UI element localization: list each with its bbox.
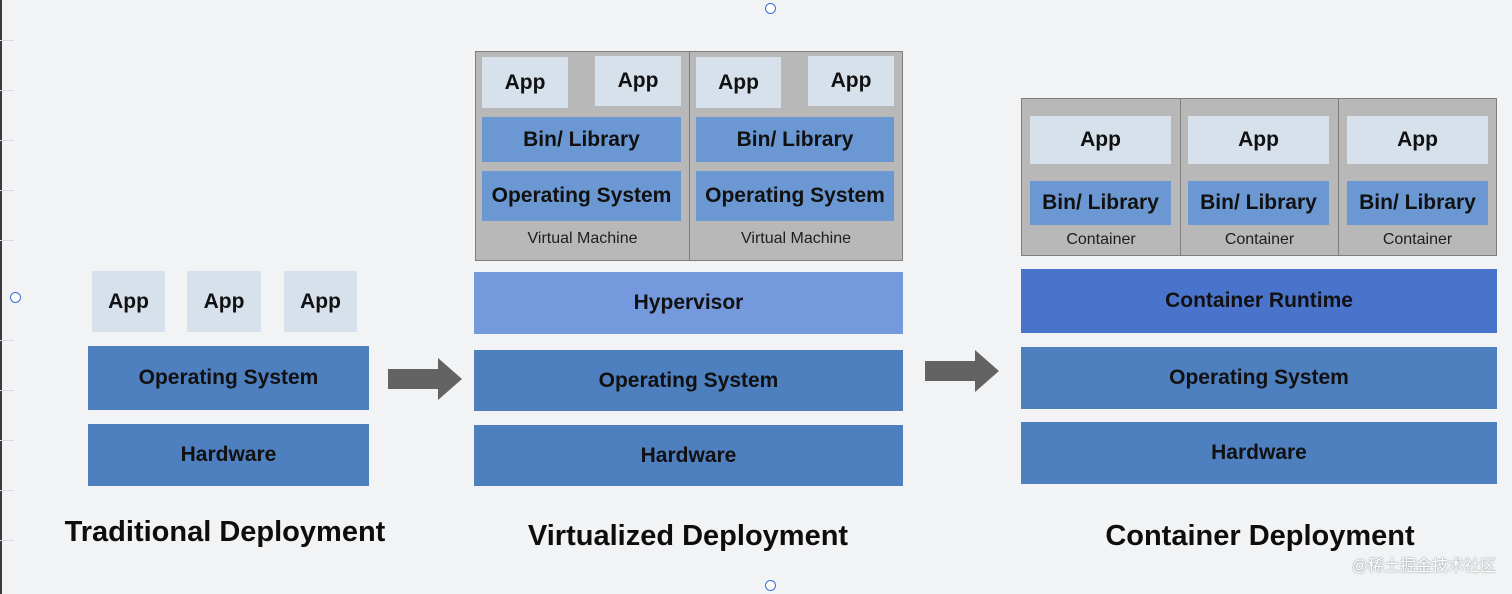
ruler-tick xyxy=(0,140,14,141)
vm1-bin-library: Bin/ Library xyxy=(482,117,681,162)
ruler-tick xyxy=(0,340,14,341)
ruler-tick xyxy=(0,540,14,541)
ct3-bin-library: Bin/ Library xyxy=(1347,181,1488,225)
virt-hardware: Hardware xyxy=(474,425,903,486)
ruler-tick xyxy=(0,40,14,41)
vm2-app-2: App xyxy=(808,56,894,106)
ruler-tick xyxy=(0,490,14,491)
resize-handle-bottom[interactable] xyxy=(765,580,776,591)
resize-handle-left[interactable] xyxy=(10,292,21,303)
arrow-right-icon xyxy=(388,358,462,400)
left-edge xyxy=(0,0,2,594)
ct2-app: App xyxy=(1188,116,1329,164)
ct-hardware: Hardware xyxy=(1021,422,1497,484)
resize-handle-top[interactable] xyxy=(765,3,776,14)
vm2-operating-system: Operating System xyxy=(696,171,894,221)
ruler-tick xyxy=(0,90,14,91)
container-runtime-layer: Container Runtime xyxy=(1021,269,1497,333)
vm1-app-2: App xyxy=(595,56,681,106)
hypervisor-layer: Hypervisor xyxy=(474,272,903,334)
vm1-app-1: App xyxy=(482,57,568,108)
title-virtualized: Virtualized Deployment xyxy=(527,520,849,552)
vm2-app-1: App xyxy=(696,57,781,108)
trad-app-3: App xyxy=(284,271,357,332)
vm1-operating-system: Operating System xyxy=(482,171,681,221)
trad-operating-system: Operating System xyxy=(88,346,369,410)
trad-hardware: Hardware xyxy=(88,424,369,486)
ct3-app: App xyxy=(1347,116,1488,164)
ruler-tick xyxy=(0,390,14,391)
title-traditional: Traditional Deployment xyxy=(64,516,386,548)
container-caption: Container xyxy=(1066,231,1136,248)
container-caption: Container xyxy=(1382,231,1453,248)
ct-operating-system: Operating System xyxy=(1021,347,1497,409)
virt-operating-system: Operating System xyxy=(474,350,903,411)
ct1-app: App xyxy=(1030,116,1171,164)
ct1-bin-library: Bin/ Library xyxy=(1030,181,1171,225)
container-caption: Container xyxy=(1224,231,1295,248)
ruler-tick xyxy=(0,440,14,441)
trad-app-1: App xyxy=(92,271,165,332)
ruler-tick xyxy=(0,190,14,191)
ruler-tick xyxy=(0,240,14,241)
vm-caption: Virtual Machine xyxy=(741,230,851,247)
title-container: Container Deployment xyxy=(1105,520,1415,552)
ct2-bin-library: Bin/ Library xyxy=(1188,181,1329,225)
arrow-right-icon xyxy=(925,350,999,392)
vm2-bin-library: Bin/ Library xyxy=(696,117,894,162)
trad-app-2: App xyxy=(187,271,261,332)
vm-caption: Virtual Machine xyxy=(527,230,638,247)
watermark: @稀土掘金技术社区 xyxy=(1351,558,1496,575)
